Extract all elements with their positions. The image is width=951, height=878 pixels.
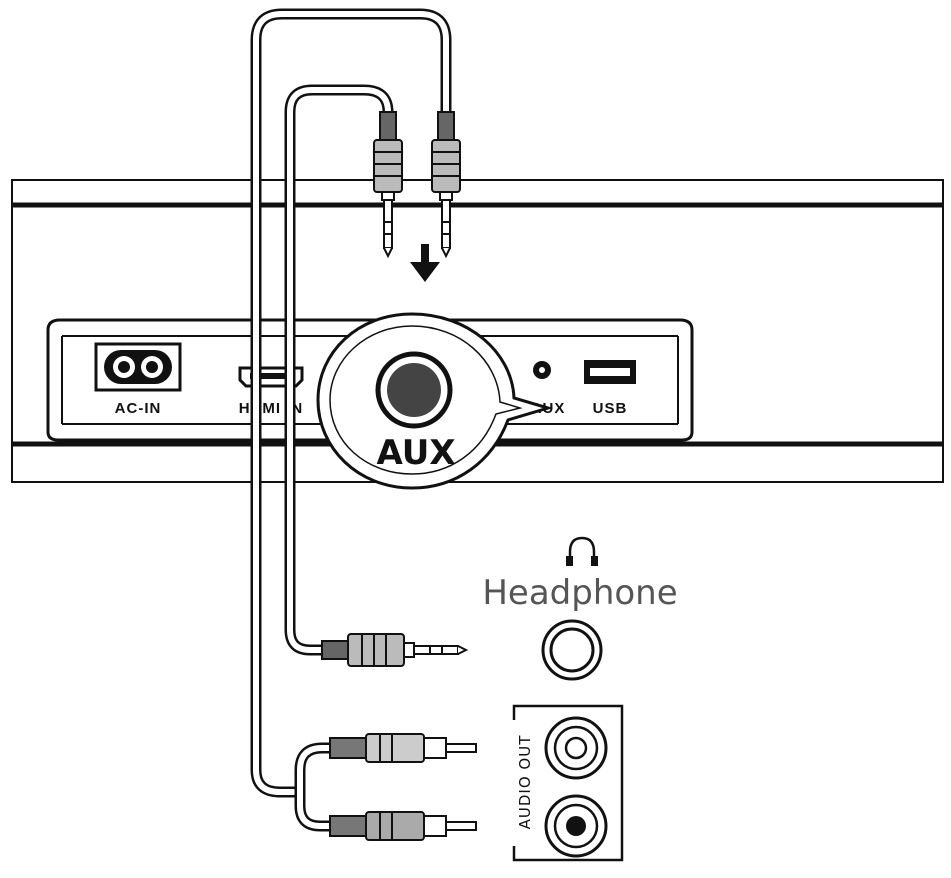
rca-jack-bottom [544, 794, 608, 858]
arrow-down-icon [410, 244, 440, 282]
ac-in-label: AC-IN [115, 400, 162, 417]
aux-jack-large [375, 351, 453, 429]
audio-out-panel [512, 704, 624, 862]
cable-outer [250, 8, 452, 798]
plug-right [431, 111, 461, 259]
rca-plug-top [329, 733, 477, 763]
audio-out-label: AUDIO OUT [516, 735, 534, 830]
rca-split-cable [294, 742, 334, 832]
cable-inner [284, 84, 394, 656]
usb-label: USB [593, 400, 628, 417]
rca-plug-bottom [329, 811, 477, 841]
headphone-jack [541, 619, 603, 681]
plug-headphone [321, 633, 469, 667]
aux-zoom-label: AUX [376, 433, 455, 473]
aux-port [533, 361, 551, 379]
headphone-label: Headphone [482, 573, 677, 613]
usb-port [584, 360, 636, 384]
headphone-icon [566, 536, 598, 566]
rca-jack-top [544, 716, 608, 780]
ac-in-socket [94, 342, 182, 392]
plug-left [373, 111, 403, 259]
